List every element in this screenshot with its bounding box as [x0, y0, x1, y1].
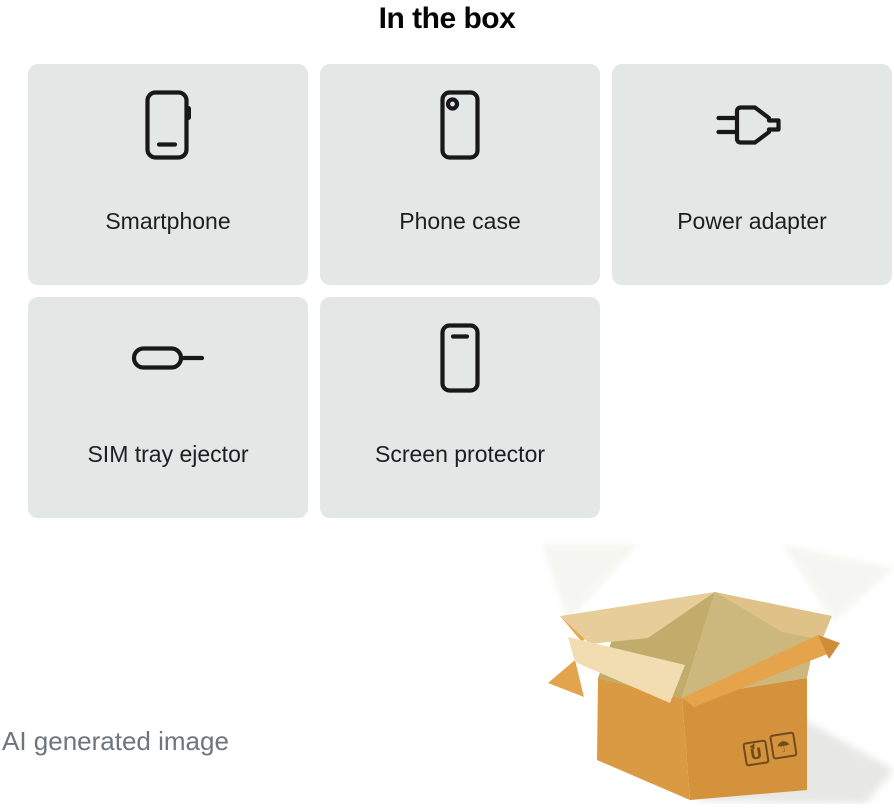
svg-text:U: U: [749, 744, 764, 764]
card-label: Phone case: [399, 208, 521, 234]
card-screen-protector: Screen protector: [320, 297, 600, 518]
box-right-face: [682, 678, 807, 800]
cards-grid: Smartphone Phone case Power adapter: [28, 64, 892, 518]
card-phone-case: Phone case: [320, 64, 600, 285]
this-way-up-stamp-icon: U: [742, 739, 770, 767]
box-back-right-flap: [715, 592, 832, 640]
card-label: SIM tray ejector: [87, 441, 249, 467]
light-ray-right: [782, 544, 894, 622]
ai-generated-label: AI generated image: [2, 726, 229, 756]
box-front-right-flap-tip: [818, 635, 840, 659]
box-front-left-flap: [568, 637, 685, 703]
open-box-illustration: U ☂: [520, 540, 894, 804]
page-title: In the box: [378, 2, 516, 35]
sim-tray-ejector-icon: [131, 321, 205, 395]
box-back-left-flap: [560, 592, 715, 644]
box-left-face: [597, 678, 690, 800]
box-front-right-flap: [682, 635, 830, 707]
power-adapter-icon: [716, 88, 788, 162]
phone-case-icon: [439, 88, 481, 162]
card-power-adapter: Power adapter: [612, 64, 892, 285]
smartphone-icon: [144, 88, 192, 162]
screen-protector-icon: [439, 321, 481, 395]
keep-dry-stamp-icon: ☂: [769, 731, 798, 760]
card-sim-tray-ejector: SIM tray ejector: [28, 297, 308, 518]
card-label: Screen protector: [374, 441, 546, 467]
card-label: Smartphone: [105, 208, 231, 234]
svg-text:☂: ☂: [775, 736, 792, 757]
card-smartphone: Smartphone: [28, 64, 308, 285]
box-front-left-flap-tip: [548, 660, 584, 697]
card-label: Power adapter: [677, 208, 827, 234]
light-ray-left: [542, 544, 638, 622]
